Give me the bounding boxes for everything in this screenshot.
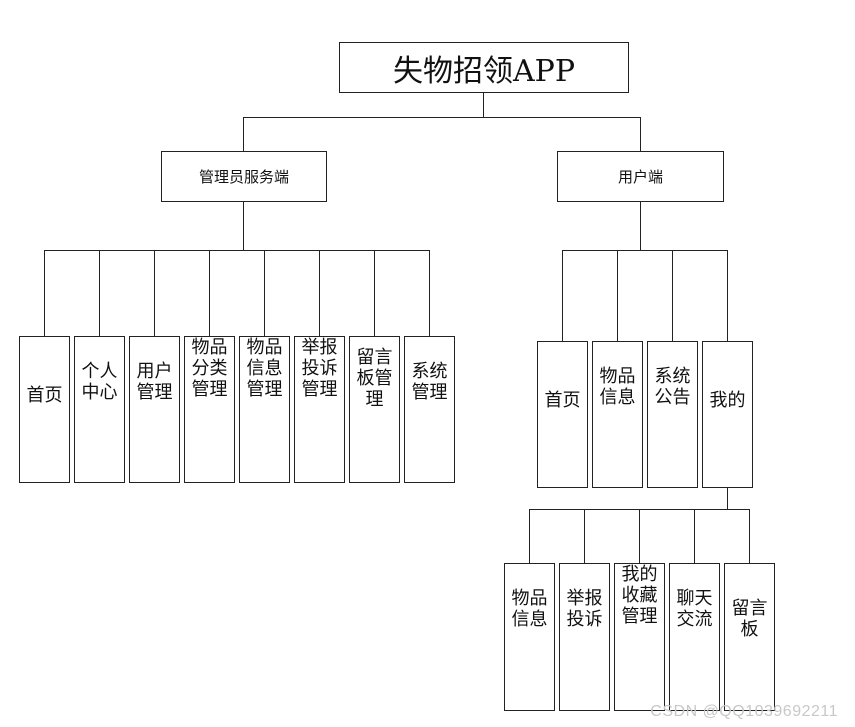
connector xyxy=(264,250,265,337)
connector xyxy=(243,117,244,152)
admin-item-category: 物品分类管理 xyxy=(184,336,235,483)
watermark: CSDN @QQ1039692211 xyxy=(650,703,838,720)
connector xyxy=(617,250,618,342)
connector xyxy=(529,509,530,564)
admin-item-board: 留言板管理 xyxy=(349,336,400,483)
connector xyxy=(562,250,728,251)
connector xyxy=(639,509,640,564)
mine-item-board: 留言板 xyxy=(724,563,775,711)
admin-item-report: 举报投诉管理 xyxy=(294,336,345,483)
user-item-goods: 物品信息 xyxy=(592,341,643,488)
admin-item-goods: 物品信息管理 xyxy=(239,336,290,483)
connector xyxy=(243,117,641,118)
connector xyxy=(374,250,375,337)
connector xyxy=(209,250,210,337)
connector xyxy=(672,250,673,342)
connector xyxy=(44,250,45,337)
mine-item-goods: 物品信息 xyxy=(504,563,555,711)
connector xyxy=(727,250,728,342)
connector xyxy=(584,509,585,564)
connector xyxy=(562,250,563,342)
admin-item-users: 用户管理 xyxy=(129,336,180,483)
admin-item-home: 首页 xyxy=(19,336,70,483)
connector xyxy=(727,487,728,510)
connector xyxy=(640,201,641,251)
root-node: 失物招领APP xyxy=(339,42,629,93)
admin-item-system: 系统管理 xyxy=(404,336,455,483)
user-item-notice: 系统公告 xyxy=(647,341,698,488)
connector xyxy=(44,250,430,251)
user-node: 用户端 xyxy=(557,151,724,202)
connector xyxy=(483,92,484,117)
connector xyxy=(243,201,244,251)
connector xyxy=(640,117,641,152)
connector xyxy=(694,509,695,564)
connector xyxy=(429,250,430,337)
user-item-mine: 我的 xyxy=(702,341,753,488)
admin-node: 管理员服务端 xyxy=(161,151,327,202)
mine-item-report: 举报投诉 xyxy=(559,563,610,711)
connector xyxy=(99,250,100,337)
admin-item-profile: 个人中心 xyxy=(74,336,125,483)
connector xyxy=(319,250,320,337)
connector xyxy=(749,509,750,564)
user-item-home: 首页 xyxy=(537,341,588,488)
mine-item-chat: 聊天交流 xyxy=(669,563,720,711)
connector xyxy=(154,250,155,337)
mine-item-favorites: 我的收藏管理 xyxy=(614,563,665,711)
